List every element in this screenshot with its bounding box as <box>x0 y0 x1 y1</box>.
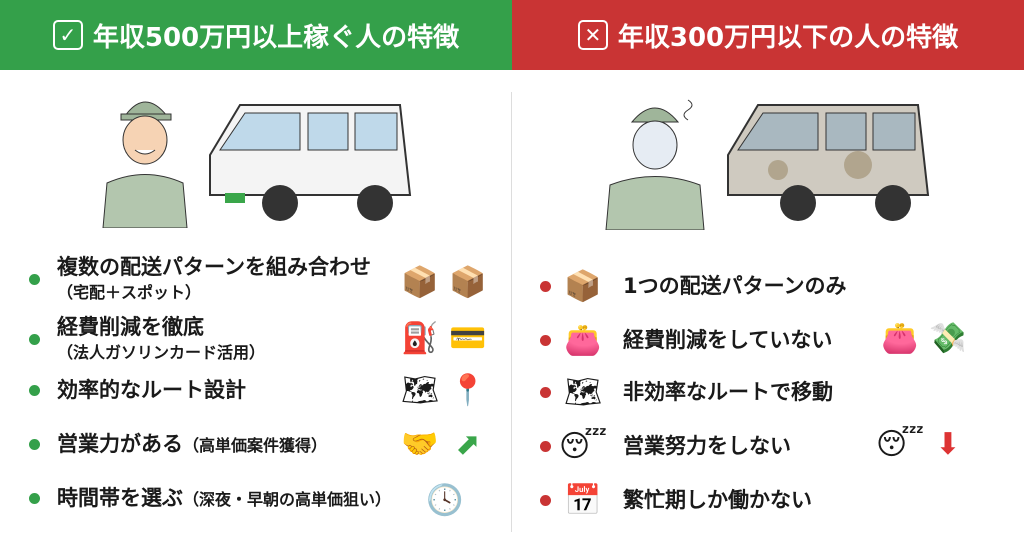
item-text: 1つの配送パターンのみ <box>623 273 847 298</box>
x-box-icon: ✕ <box>577 20 608 50</box>
bullet <box>29 333 40 345</box>
messy-map-icon: 🗺 <box>563 374 603 410</box>
right-item-3: 🗺 非効率なルートで移動 <box>540 372 833 412</box>
dirty-van-illustration <box>727 104 930 221</box>
bullet <box>540 334 551 346</box>
bullet <box>540 386 551 398</box>
item-text: 非効率なルートで移動 <box>623 379 833 404</box>
happy-worker-illustration <box>102 101 188 228</box>
item-text: 経費削減を徹底 <box>57 315 204 339</box>
right-item-1: 📦 1つの配送パターンのみ <box>540 266 847 306</box>
item-subtext: （宅配＋スポット） <box>57 283 202 303</box>
item-text: 時間帯を選ぶ <box>57 486 183 510</box>
right-item-2: 👛 経費削減をしていない <box>540 320 832 360</box>
left-item-1: 複数の配送パターンを組み合わせ （宅配＋スポット） <box>29 255 371 303</box>
sleeping-person-icon: 😴 <box>558 428 608 464</box>
bullet <box>540 494 551 506</box>
wallet-icon: 👛 <box>881 320 919 356</box>
bullet <box>29 438 40 450</box>
left-item-2: 経費削減を徹底 （法人ガソリンカード活用） <box>29 315 265 363</box>
right-header: ✕ 年収300万円以下の人の特徴 <box>512 0 1024 70</box>
flying-money-icon: 💸 <box>929 320 967 356</box>
arrow-down-icon: ⬇ <box>935 426 961 462</box>
clock-icon: 🕓 <box>426 482 464 518</box>
credit-card-icon: 💳 <box>449 320 487 356</box>
bullet <box>29 273 40 285</box>
fuel-pump-icon: ⛽ <box>401 320 439 356</box>
left-title: 年収500万円以上稼ぐ人の特徴 <box>92 22 460 53</box>
left-item-3: 効率的なルート設計 <box>29 378 246 402</box>
left-header: ✓ 年収500万円以上稼ぐ人の特徴 <box>0 0 512 70</box>
bullet <box>29 492 40 504</box>
right-item-5: 📅 繁忙期しか働かない <box>540 480 812 520</box>
handshake-icon: 🤝 <box>401 426 439 462</box>
right-title: 年収300万円以下の人の特徴 <box>617 22 959 53</box>
box-icon: 📦 <box>449 264 487 300</box>
bullet <box>540 280 551 292</box>
wallet-icon: 👛 <box>564 322 602 358</box>
box-icon: 📦 <box>401 264 439 300</box>
item-text: 繁忙期しか働かない <box>623 487 812 512</box>
sleeping-person-icon: 😴 <box>875 426 925 462</box>
bullet <box>29 384 40 396</box>
map-icon: 🗺 <box>400 372 440 408</box>
left-item-4: 営業力がある （高単価案件獲得） <box>29 432 327 456</box>
divider <box>511 92 512 532</box>
route-icon: 📍 <box>449 372 487 408</box>
item-text: 営業努力をしない <box>623 433 791 458</box>
worried-worker-illustration <box>605 99 705 230</box>
bullet <box>540 440 551 452</box>
item-subtext: （高単価案件獲得） <box>183 436 328 456</box>
box-icon: 📦 <box>564 268 602 304</box>
checkbox-icon: ✓ <box>52 20 83 50</box>
calendar-icon: 📅 <box>564 482 602 518</box>
left-item-5: 時間帯を選ぶ （深夜・早朝の高単価狙い） <box>29 486 391 510</box>
clean-van-illustration <box>209 104 412 221</box>
item-text: 営業力がある <box>57 432 183 456</box>
item-text: 経費削減をしていない <box>623 327 833 352</box>
item-subtext: （深夜・早朝の高単価狙い） <box>183 490 392 510</box>
item-text: 効率的なルート設計 <box>57 378 246 402</box>
right-item-4: 😴 営業努力をしない <box>540 426 791 466</box>
item-subtext: （法人ガソリンカード活用） <box>57 343 266 363</box>
item-text: 複数の配送パターンを組み合わせ <box>57 255 371 279</box>
arrow-up-icon: ⬈ <box>455 426 481 462</box>
